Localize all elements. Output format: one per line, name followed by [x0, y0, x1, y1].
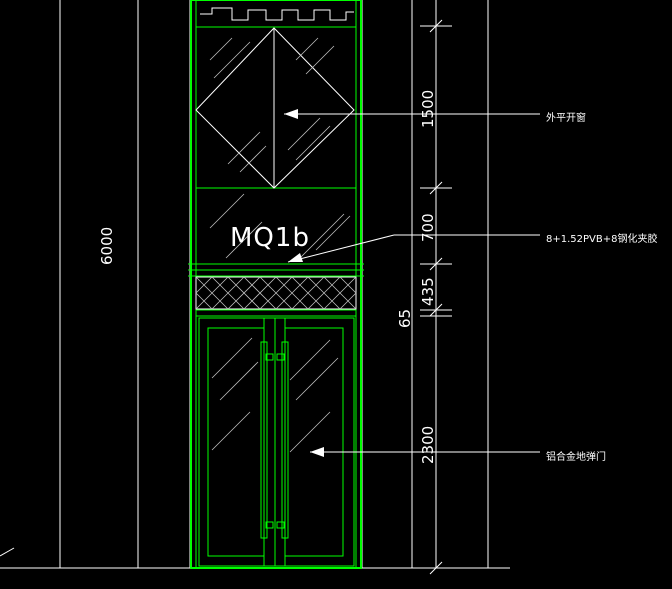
- hatch-line: [275, 276, 309, 310]
- hatch-line: [195, 276, 229, 310]
- hatch-line: [259, 276, 293, 310]
- hatch-line: [339, 292, 357, 310]
- hatch-line: [291, 276, 325, 310]
- dim-overall: 6000: [98, 227, 116, 265]
- hatch-line: [339, 276, 357, 294]
- cross-hatch: [195, 276, 357, 310]
- hatch-line: [323, 276, 357, 310]
- swing-door: [198, 317, 355, 567]
- upper-window: [195, 27, 355, 189]
- dim-gap: 65: [396, 309, 414, 328]
- dim-transom: 435: [419, 277, 437, 306]
- curtain-wall-frame: [188, 0, 364, 569]
- dim-fixed-panel: 700: [419, 213, 437, 242]
- dim-door: 2300: [419, 426, 437, 464]
- curtain-wall-tag: MQ1b: [230, 223, 310, 253]
- hatch-line: [227, 276, 261, 310]
- annotations: 外平开窗 8+1.52PVB+8钢化夹胶 铝合金地弹门: [284, 109, 657, 463]
- transom-band: [195, 276, 357, 310]
- hatch-line: [307, 276, 341, 310]
- hatch-line: [211, 276, 245, 310]
- hatch-line: [243, 276, 277, 310]
- annotation-door: 铝合金地弹门: [546, 450, 606, 463]
- top-stepped-detail: [200, 7, 354, 21]
- annotation-window: 外平开窗: [546, 111, 586, 124]
- overall-dimension: 6000: [98, 227, 116, 265]
- dimension-chain: 1500 700 435 65 2300: [396, 0, 452, 575]
- annotation-glass: 8+1.52PVB+8钢化夹胶: [546, 232, 657, 245]
- fixed-glass-panel: MQ1b: [209, 193, 351, 259]
- dim-upper-window: 1500: [419, 90, 437, 128]
